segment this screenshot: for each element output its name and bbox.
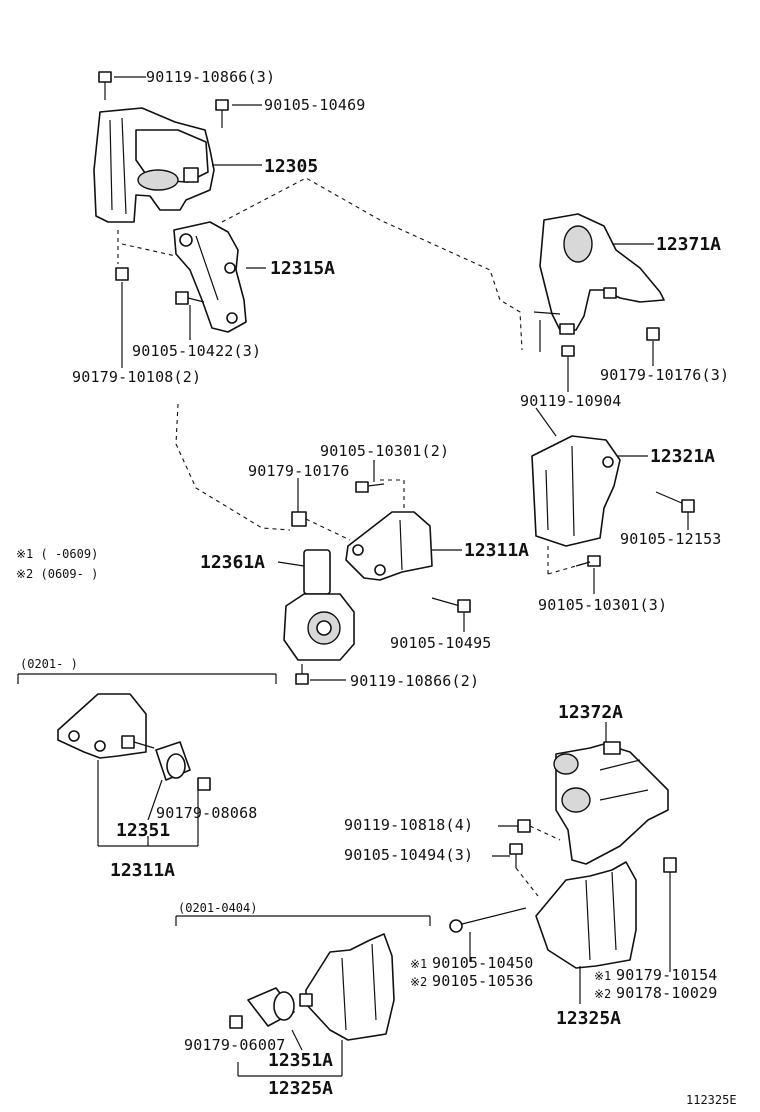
label-90179-10154: 90179-10154	[616, 966, 718, 984]
bolt-icon	[517, 819, 531, 833]
bolt-icon	[121, 735, 155, 749]
mount-12371A	[533, 213, 665, 352]
mark-4: ※2	[594, 987, 611, 1001]
bracket-12315A	[173, 221, 247, 333]
bushing-12351A	[247, 987, 295, 1027]
bolt-icon	[431, 597, 471, 613]
note-2: ※2 (0609- )	[16, 567, 98, 581]
bolt-icon	[449, 907, 527, 933]
label-12311A: 12311A	[464, 540, 529, 561]
nut-icon	[229, 1015, 243, 1029]
nut-icon	[197, 777, 211, 791]
mark-3: ※1	[594, 969, 611, 983]
label-90119-10866-3: 90119-10866(3)	[146, 68, 275, 86]
bolt-icon	[98, 71, 112, 100]
bolt-icon	[355, 481, 385, 493]
mount-12372A	[553, 741, 669, 865]
bracket-12325A	[535, 861, 637, 969]
label-12372A: 12372A	[558, 702, 623, 723]
label-90178-10029: 90178-10029	[616, 984, 718, 1002]
range-label-1: (0201- )	[20, 657, 78, 671]
label-90119-10904: 90119-10904	[520, 392, 622, 410]
label-90105-10494-3: 90105-10494(3)	[344, 846, 473, 864]
mark-1: ※1	[410, 957, 427, 971]
mark-2: ※2	[410, 975, 427, 989]
label-12325A: 12325A	[556, 1008, 621, 1029]
label-90179-10176-3: 90179-10176(3)	[600, 366, 729, 384]
bolt-icon	[299, 993, 313, 1007]
bushing-12351	[155, 741, 191, 781]
label-90119-10866-2: 90119-10866(2)	[350, 672, 479, 690]
label-90105-10422-3: 90105-10422(3)	[132, 342, 261, 360]
bolt-icon	[295, 664, 309, 685]
label-90179-10108-2: 90179-10108(2)	[72, 368, 201, 386]
label-12361A: 12361A	[200, 552, 265, 573]
bolt-icon	[175, 291, 205, 305]
figure-id: 112325E	[686, 1093, 737, 1107]
nut-icon	[291, 511, 307, 527]
engine-mount-12305	[93, 107, 215, 223]
label-90119-10818-4: 90119-10818(4)	[344, 816, 473, 834]
bracket-12311A	[345, 511, 433, 581]
label-90179-06007: 90179-06007	[184, 1036, 286, 1054]
bolt-icon	[655, 491, 695, 513]
label-12321A: 12321A	[650, 446, 715, 467]
label-12311A-alt: 12311A	[110, 860, 175, 881]
label-90105-10495: 90105-10495	[390, 634, 492, 652]
label-90105-10469: 90105-10469	[264, 96, 366, 114]
label-90105-10301-2: 90105-10301(2)	[320, 442, 449, 460]
label-12315A: 12315A	[270, 258, 335, 279]
nut-icon	[663, 857, 677, 873]
bracket-12321A	[531, 435, 621, 547]
note-1: ※1 ( -0609)	[16, 547, 98, 561]
label-12351A: 12351A	[268, 1050, 333, 1071]
label-90105-10450: 90105-10450	[432, 954, 534, 972]
bolt-icon	[509, 843, 523, 868]
label-90179-08068: 90179-08068	[156, 804, 258, 822]
bolt-icon	[215, 99, 229, 128]
label-90105-12153: 90105-12153	[620, 530, 722, 548]
label-12351: 12351	[116, 820, 170, 841]
mount-12361A	[283, 549, 355, 661]
label-12371A: 12371A	[656, 234, 721, 255]
bolt-icon	[561, 345, 575, 372]
nut-icon	[646, 327, 660, 341]
range-label-2: (0201-0404)	[178, 901, 257, 915]
label-12305: 12305	[264, 156, 318, 177]
bracket-12325A-alt	[305, 933, 395, 1041]
label-90105-10536: 90105-10536	[432, 972, 534, 990]
label-12325A-alt: 12325A	[268, 1078, 333, 1099]
label-90179-10176: 90179-10176	[248, 462, 350, 480]
label-90105-10301-3: 90105-10301(3)	[538, 596, 667, 614]
nut-icon	[115, 267, 129, 281]
